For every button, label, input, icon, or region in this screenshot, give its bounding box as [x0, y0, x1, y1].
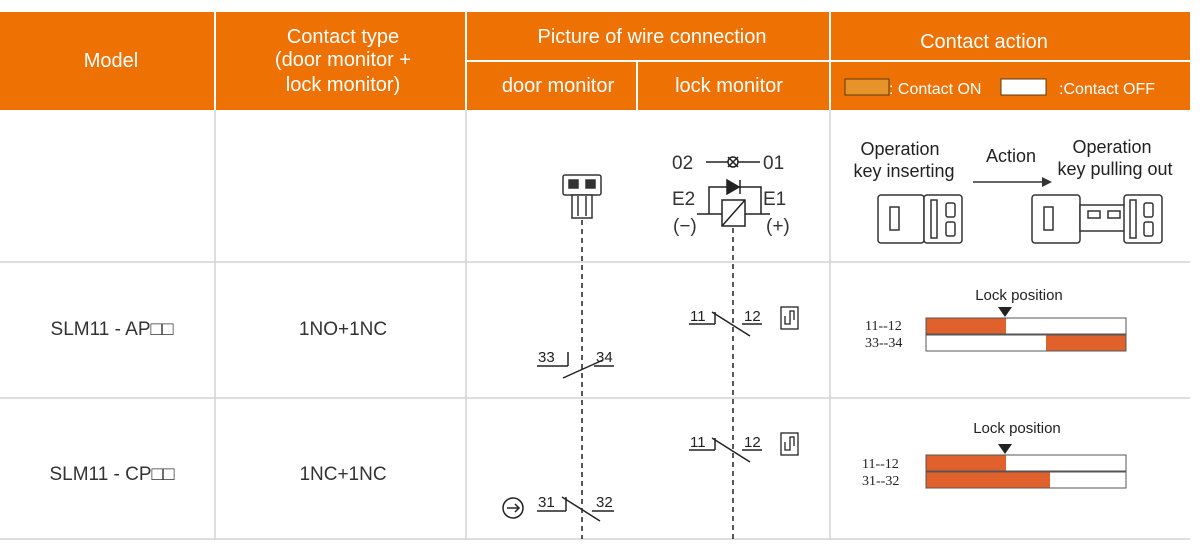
terminal-02: 02: [672, 153, 693, 174]
legend-on-swatch: [844, 78, 890, 96]
op-insert-label-1: Operation: [860, 139, 939, 159]
header-contact-type-1: Contact type: [287, 26, 399, 48]
row-1-bar-1-on-segment: [926, 318, 1006, 334]
op-insert-label-2: key inserting: [853, 161, 954, 181]
row-1-lock-nc-contact: [689, 311, 762, 337]
positive-opening-icon: [502, 497, 524, 519]
row-2-bar-1-outline: [925, 454, 1127, 472]
op-pull-label-2: key pulling out: [1057, 159, 1172, 179]
row-2-bar-1-label: 11--12: [862, 457, 899, 472]
indicator-lamp-icon: [706, 156, 760, 168]
body-grid: [0, 110, 1190, 540]
row-1-lock-terminal-12: 12: [744, 308, 761, 325]
row-2-lock-terminal-12: 12: [744, 434, 761, 451]
row-2-bar-2-on-segment: [926, 472, 1050, 488]
key-inserted-icon: [877, 194, 963, 244]
header-dividers: [214, 12, 1190, 110]
header-lock-monitor: lock monitor: [675, 75, 783, 97]
header-model: Model: [84, 50, 138, 72]
mechanical-link-lines: [581, 220, 734, 539]
row-2-model: SLM11 - CP□□: [49, 464, 175, 485]
row-2-contact-type: 1NC+1NC: [299, 464, 386, 485]
header-contact-action: Contact action: [920, 31, 1048, 53]
solenoid-diode-icon: [697, 178, 770, 227]
row-1-door-terminal-34: 34: [596, 349, 613, 366]
legend-off-label: :Contact OFF: [1059, 81, 1155, 98]
row-2-lock-terminal-11: 11: [690, 434, 706, 451]
row-2-lock-nc-contact: [689, 437, 762, 463]
row-1-bar-1-outline: [925, 317, 1127, 335]
row-2-door-terminal-32: 32: [596, 494, 613, 511]
op-pull-label-1: Operation: [1072, 137, 1151, 157]
operation-key-icon: [562, 174, 602, 219]
row-1-lock-position-label: Lock position: [975, 287, 1063, 304]
row-2-bar-2-outline: [925, 471, 1127, 489]
row-1-lock-position-marker: [998, 307, 1012, 317]
row-2-door-nc-contact: [537, 496, 614, 522]
terminal-e1: E1: [763, 189, 786, 210]
row-1-timing-bars: [925, 317, 1127, 352]
header-door-monitor: door monitor: [502, 75, 615, 97]
polarity-negative: (−): [673, 216, 697, 237]
row-2-door-terminal-31: 31: [538, 494, 555, 511]
row-1-lock-symbol-icon: [780, 306, 799, 330]
action-arrow-icon: [973, 177, 1052, 187]
terminal-01: 01: [763, 153, 784, 174]
header-contact-type-3: lock monitor): [286, 74, 400, 96]
row-2-lock-position-marker: [998, 444, 1012, 454]
legend-off-swatch: [1000, 78, 1047, 96]
row-1-bar-1-label: 11--12: [865, 319, 902, 334]
row-1-lock-terminal-11: 11: [690, 308, 706, 325]
row-2-timing-bars: [925, 454, 1127, 489]
row-1-door-terminal-33: 33: [538, 349, 555, 366]
row-2-bar-2-label: 31--32: [862, 474, 899, 489]
row-2-lock-symbol-icon: [780, 432, 799, 456]
polarity-positive: (+): [766, 216, 790, 237]
key-pulled-out-icon: [1031, 194, 1163, 244]
row-2-lock-position-label: Lock position: [973, 420, 1061, 437]
header-contact-type-2: (door monitor +: [275, 49, 411, 71]
row-2-bar-1-on-segment: [926, 455, 1006, 471]
row-1-model: SLM11 - AP□□: [51, 319, 174, 340]
legend-on-label: : Contact ON: [889, 81, 981, 98]
row-1-contact-type: 1NO+1NC: [299, 319, 387, 340]
row-1-bar-2-label: 33--34: [865, 336, 902, 351]
header-wire-connection: Picture of wire connection: [537, 26, 766, 48]
terminal-e2: E2: [672, 189, 695, 210]
action-label: Action: [986, 146, 1036, 166]
row-1-door-no-contact: [537, 352, 614, 379]
row-1-bar-2-outline: [925, 334, 1127, 352]
row-1-bar-2-on-segment: [1046, 335, 1126, 351]
